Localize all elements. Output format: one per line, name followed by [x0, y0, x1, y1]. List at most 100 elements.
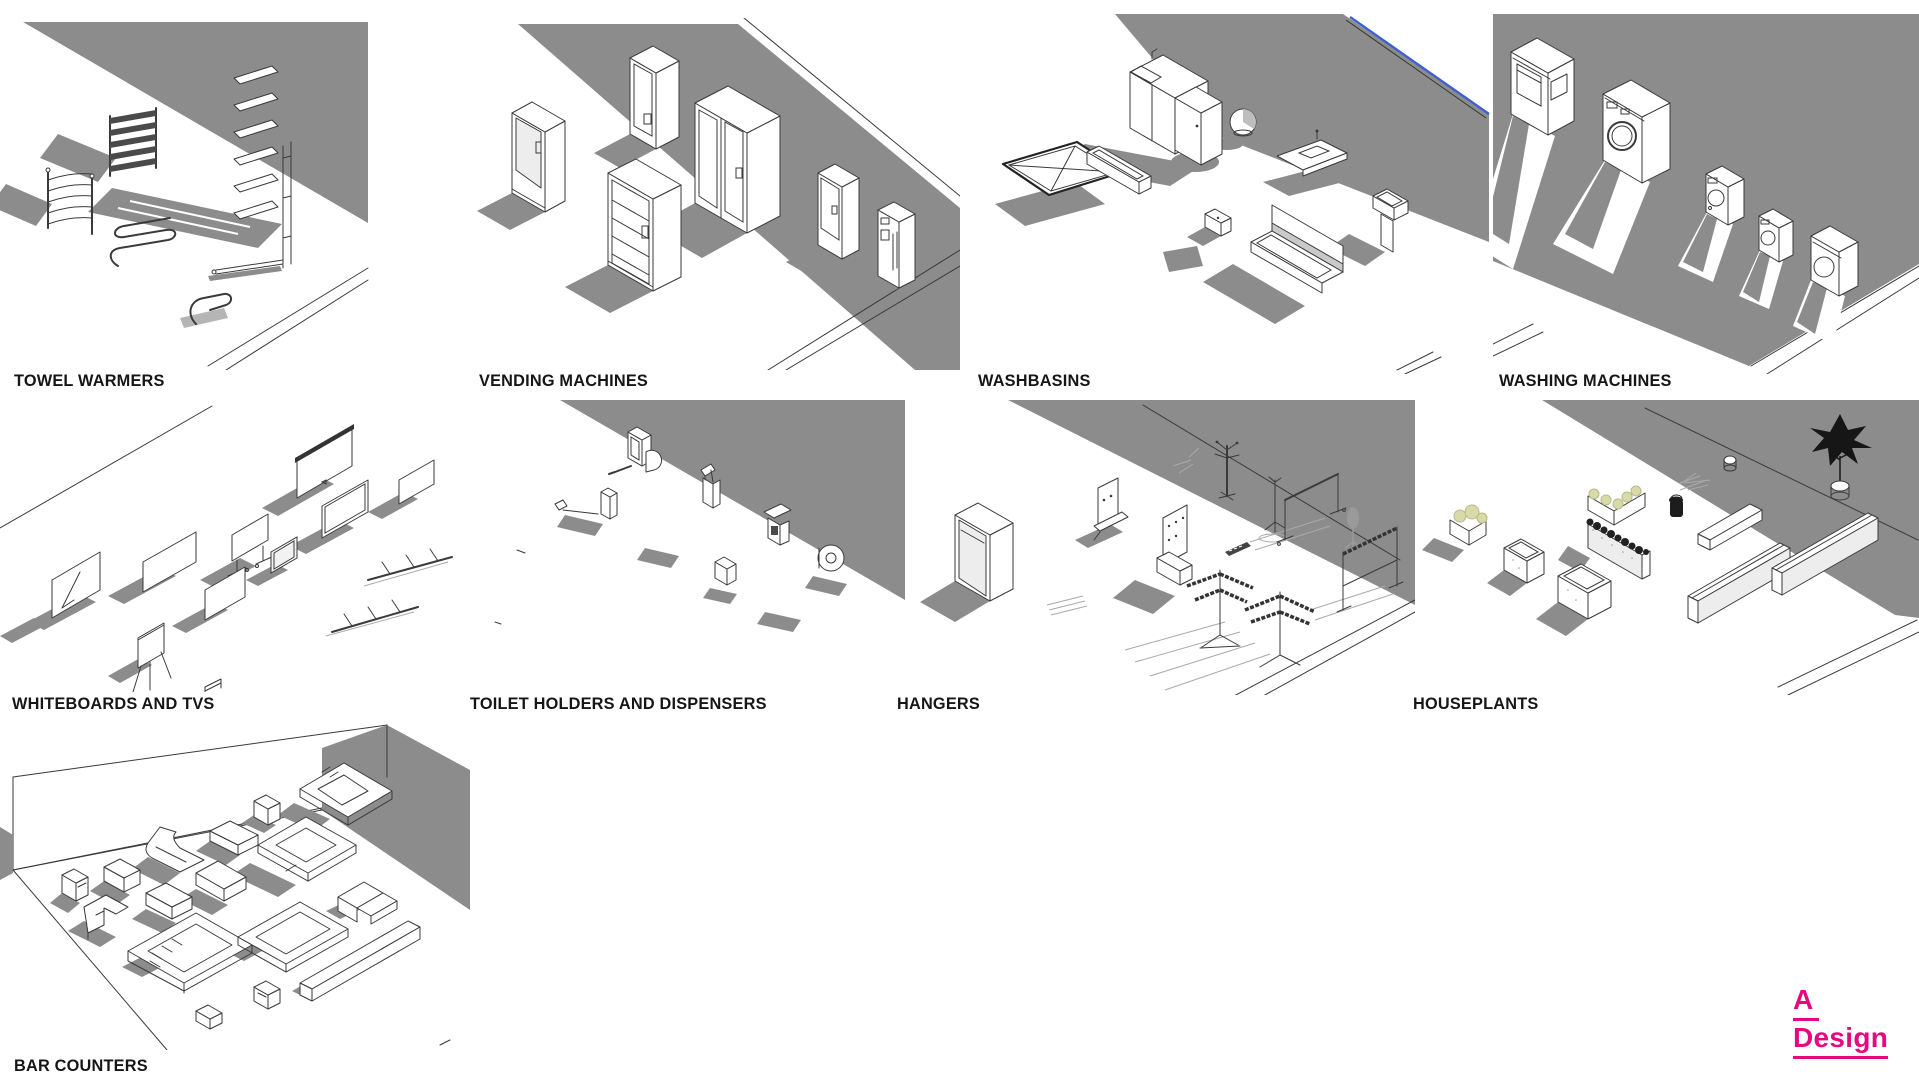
- tile-label-houseplants: HOUSEPLANTS: [1413, 694, 1539, 713]
- vending-machine-4: [694, 85, 781, 234]
- brand-logo-line2: Design: [1793, 1021, 1889, 1060]
- small-bench: [204, 678, 222, 692]
- wall-seam: [1142, 404, 1401, 561]
- towel-warmer-ladder: [109, 107, 157, 177]
- tile-label-toilet-holders: TOILET HOLDERS AND DISPENSERS: [470, 694, 767, 713]
- dispenser-right: [763, 503, 792, 546]
- tile-bar-counters: [0, 715, 470, 1050]
- vending-machine-2: [629, 45, 680, 150]
- brand-logo-line1: A: [1793, 983, 1819, 1022]
- rack-shadow-lines: [1124, 621, 1271, 691]
- wall-edge-line: [0, 405, 213, 529]
- road-edge-bottom: [1396, 351, 1442, 374]
- projector-screen: [295, 424, 354, 499]
- large-tv: [321, 479, 369, 539]
- bar-counter-n: [237, 901, 349, 973]
- washbasin-trough: [1086, 145, 1152, 195]
- bar-podium-2: [253, 980, 281, 1010]
- whiteboard-wide: [142, 531, 197, 593]
- vending-machine-1: [511, 101, 566, 213]
- hook-strip: [1225, 542, 1251, 556]
- tile-label-whiteboards-and-tvs: WHITEBOARDS AND TVS: [12, 694, 215, 713]
- dispenser-center: [700, 463, 721, 509]
- hedge-planter: [1586, 518, 1651, 580]
- tile-label-hangers: HANGERS: [897, 694, 980, 713]
- tile-label-towel-warmers: TOWEL WARMERS: [14, 371, 165, 390]
- hangers-render: [920, 400, 1415, 695]
- tile-washbasins: [965, 14, 1490, 374]
- tile-vending-machines: [470, 18, 960, 370]
- bar-counter-straight: [209, 820, 259, 856]
- towel-warmers-render: [0, 22, 369, 370]
- road-edge: [1777, 619, 1919, 695]
- towel-warmer-tall: [211, 141, 292, 275]
- bar-podium-1: [253, 794, 281, 826]
- hand-dryer-group: [608, 426, 663, 475]
- tall-dark-plant: [1810, 414, 1872, 501]
- planter-cube-2: [1557, 563, 1612, 620]
- bar-box-small: [195, 1004, 223, 1030]
- road-edge: [1234, 599, 1415, 695]
- vending-machine-5: [817, 163, 860, 260]
- blue-accent-line: [1349, 16, 1490, 115]
- bar-counter-small-2: [103, 858, 141, 893]
- small-round-pot: [1723, 455, 1737, 472]
- bar-counter-small-1: [61, 868, 89, 902]
- bar-counter-u-top: [299, 762, 393, 826]
- bar-counter-long: [299, 920, 421, 1002]
- floor-lines-left: [1493, 323, 1544, 357]
- floor-marks: [494, 549, 526, 625]
- garment-rack: [1276, 473, 1347, 546]
- bar-counter-box-2: [145, 882, 193, 920]
- washbasin-long-trough: [1250, 204, 1344, 294]
- tv-wall-mounts: [325, 548, 453, 637]
- vending-machine-6: [877, 201, 916, 289]
- wall: [23, 22, 368, 223]
- towel-warmer-slats: [233, 65, 279, 220]
- whiteboard-with-arm: [51, 551, 101, 619]
- whiteboards-and-tvs-render: [0, 405, 453, 692]
- tile-houseplants: [1420, 400, 1919, 695]
- hall-stand: [1156, 504, 1193, 586]
- tile-label-washbasins: WASHBASINS: [978, 371, 1091, 390]
- wall: [1115, 14, 1489, 242]
- toilet-paper-holder: [817, 544, 845, 572]
- planter-cube-1: [1503, 538, 1545, 584]
- brand-logo[interactable]: A Design: [1793, 983, 1889, 1060]
- washbasin-cube: [1204, 208, 1232, 237]
- floor-edges: [12, 869, 451, 1050]
- corner-wall: [322, 725, 470, 910]
- bar-counter-u-shelves: [127, 912, 253, 994]
- dry-plant-scribble: [1679, 472, 1711, 491]
- wall-rack: [1336, 526, 1404, 613]
- tile-washing-machines: [1493, 14, 1919, 374]
- bar-counter-l: [83, 894, 129, 940]
- towel-warmer-curved: [45, 167, 95, 235]
- towel-warmer-floor-hook: [189, 292, 232, 325]
- rug: [1046, 595, 1088, 616]
- tile-toilet-holders-and-dispensers: [465, 400, 905, 690]
- coat-tree: [1172, 440, 1240, 501]
- long-planter-1: [1687, 542, 1791, 624]
- bar-counter-step: [337, 881, 398, 925]
- washing-machine-1: [1510, 37, 1575, 136]
- tile-label-vending-machines: VENDING MACHINES: [479, 371, 649, 390]
- wall-hook-panel: [1093, 477, 1129, 541]
- tile-towel-warmers: [0, 18, 450, 370]
- bar-counter-square-u: [257, 816, 357, 882]
- washing-machine-2: [1602, 79, 1671, 184]
- mannequin: [1344, 507, 1362, 551]
- small-dispenser-box: [714, 556, 737, 586]
- road-edge-bottom: [767, 249, 960, 370]
- l-shaped-planter: [1587, 485, 1646, 526]
- whiteboard-low: [204, 566, 246, 621]
- wardrobe-frame: [954, 502, 1014, 602]
- washbasin-cabinet: [1129, 48, 1223, 166]
- bar-counters-render: [0, 724, 470, 1050]
- tile-whiteboards-and-tvs: [0, 400, 460, 692]
- washing-machine-4: [1758, 208, 1794, 263]
- bench-trough: [1697, 503, 1763, 551]
- tile-hangers: [895, 400, 1415, 695]
- washing-machine-5: [1810, 225, 1859, 297]
